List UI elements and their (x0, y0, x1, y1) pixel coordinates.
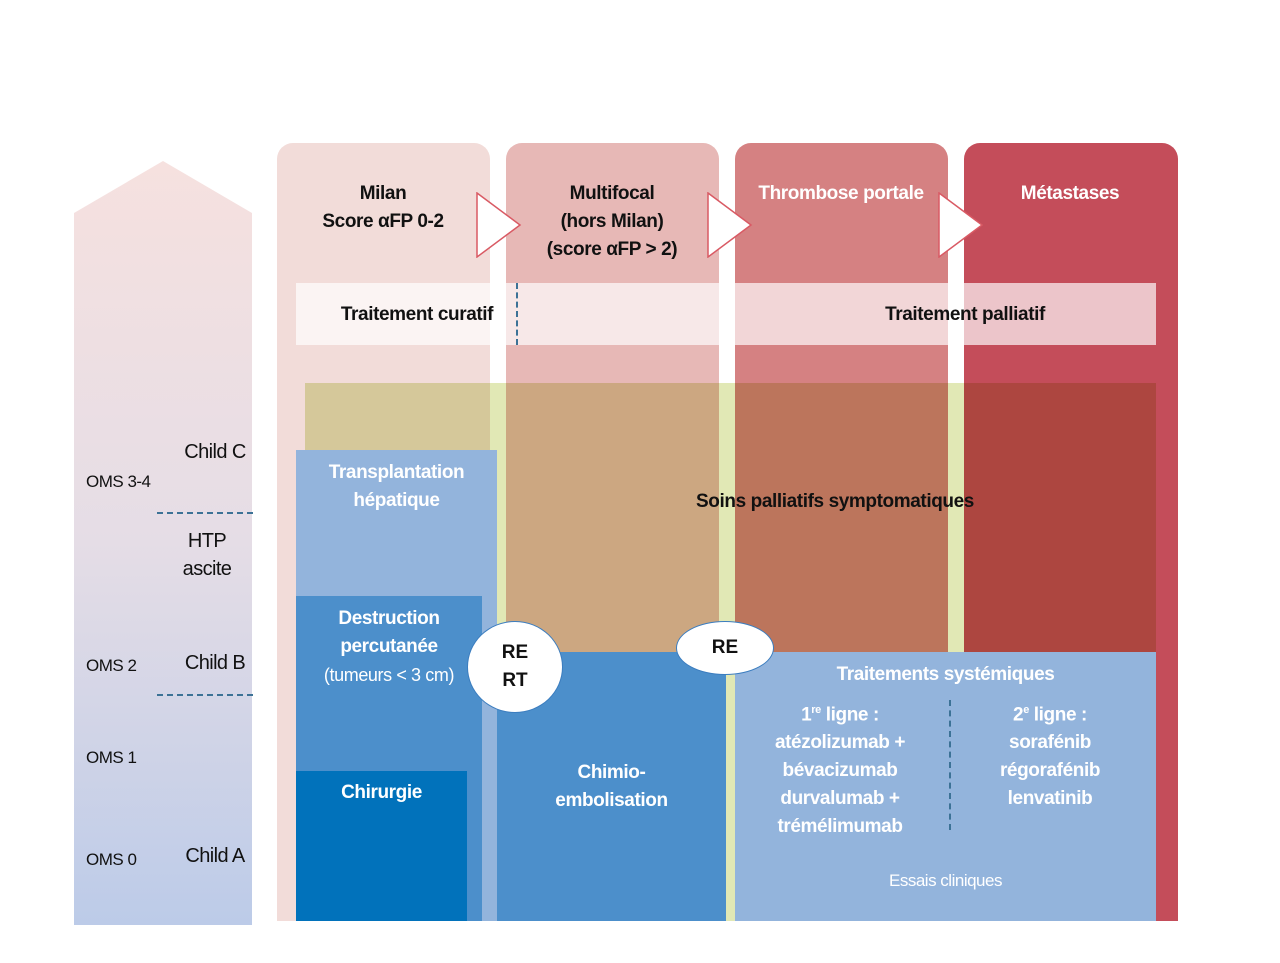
box-line: Transplantation (328, 462, 465, 483)
progression-arrow-icon (476, 192, 522, 258)
re-label: RE (711, 637, 739, 658)
stage-title-milan: Milan Score αFP 0-2 (283, 180, 483, 236)
stage-title-thrombose: Thrombose portale (741, 180, 941, 208)
stage-line: Thrombose portale (758, 183, 924, 204)
essais-cliniques-label: Essais cliniques (889, 871, 1002, 890)
htp-label: HTP ascite (162, 527, 252, 583)
stage-title-metastases: Métastases (970, 180, 1170, 208)
oms-1-label: OMS 1 (86, 748, 137, 767)
drug-item: sorafénib (1009, 732, 1091, 754)
rt-label: RT (502, 670, 528, 691)
first-line-column: 1re ligne : atézolizumab + bévacizumab d… (740, 696, 940, 841)
re-label: RE (501, 642, 529, 663)
systemic-title: Traitements systémiques (836, 664, 1055, 685)
chirurgie-label: Chirurgie (341, 782, 422, 803)
second-line-heading: 2e ligne : (952, 696, 1148, 729)
curative-label: Traitement curatif (340, 304, 494, 325)
drug-item: atézolizumab + (774, 732, 906, 754)
oms-2-label: OMS 2 (86, 656, 137, 675)
progression-arrow-icon (707, 192, 753, 258)
systemic-treatments-box (735, 652, 1156, 921)
transplantation-label: Transplantation hépatique (296, 459, 497, 515)
child-c-label: Child C (184, 441, 246, 463)
child-a-label: Child A (185, 845, 245, 867)
chimio-embolisation-label: Chimio- embolisation (497, 759, 726, 815)
drug-item: trémélimumab (777, 816, 903, 838)
stage-line: Milan (359, 183, 407, 204)
box-line: embolisation (555, 790, 668, 811)
dashed-separator (157, 512, 253, 514)
box-line: percutanée (340, 636, 438, 657)
ascite-line: ascite (182, 558, 232, 580)
re-rt-oval: RE RT (467, 621, 563, 713)
chirurgie-box (296, 771, 467, 921)
child-b-label: Child B (184, 652, 246, 674)
performance-scale-arrow (74, 161, 252, 925)
ordinal: 1 (801, 704, 812, 726)
destruction-percutanee-label: Destruction percutanée (tumeurs < 3 cm) (296, 605, 482, 689)
oms-3-4-label: OMS 3-4 (86, 472, 151, 491)
first-line-heading: 1re ligne : (740, 696, 940, 729)
palliative-label: Traitement palliatif (885, 304, 1045, 325)
box-subline: (tumeurs < 3 cm) (323, 665, 455, 685)
htp-line: HTP (187, 530, 227, 552)
stage-line: Score αFP 0-2 (322, 211, 444, 232)
box-line: Chimio- (577, 762, 646, 783)
line-divider (949, 700, 951, 830)
stage-line: (score αFP > 2) (546, 239, 678, 260)
dashed-separator (157, 694, 253, 696)
stage-line: Métastases (1020, 183, 1120, 204)
drug-item: durvalumab + (780, 788, 900, 810)
ordinal-suffix: e (1023, 704, 1029, 716)
re-oval: RE (676, 621, 774, 675)
second-line-column: 2e ligne : sorafénib régorafénib lenvati… (952, 696, 1148, 813)
stage-title-multifocal: Multifocal (hors Milan) (score αFP > 2) (512, 180, 712, 264)
box-line: hépatique (353, 490, 440, 511)
oms-0-label: OMS 0 (86, 850, 137, 869)
treatment-band (296, 283, 1156, 345)
stage-line: (hors Milan) (560, 211, 664, 232)
soins-palliatifs-label: Soins palliatifs symptomatiques (696, 491, 974, 512)
curative-palliative-divider (516, 283, 518, 345)
progression-arrow-icon (938, 192, 984, 258)
ordinal: 2 (1013, 704, 1024, 726)
box-line: Destruction (338, 608, 440, 629)
line-label: ligne : (820, 704, 880, 726)
stage-line: Multifocal (569, 183, 655, 204)
drug-item: bévacizumab (782, 760, 898, 782)
line-label: ligne : (1028, 704, 1088, 726)
drug-item: lenvatinib (1007, 788, 1093, 810)
ordinal-suffix: re (811, 704, 821, 716)
drug-item: régorafénib (999, 760, 1101, 782)
